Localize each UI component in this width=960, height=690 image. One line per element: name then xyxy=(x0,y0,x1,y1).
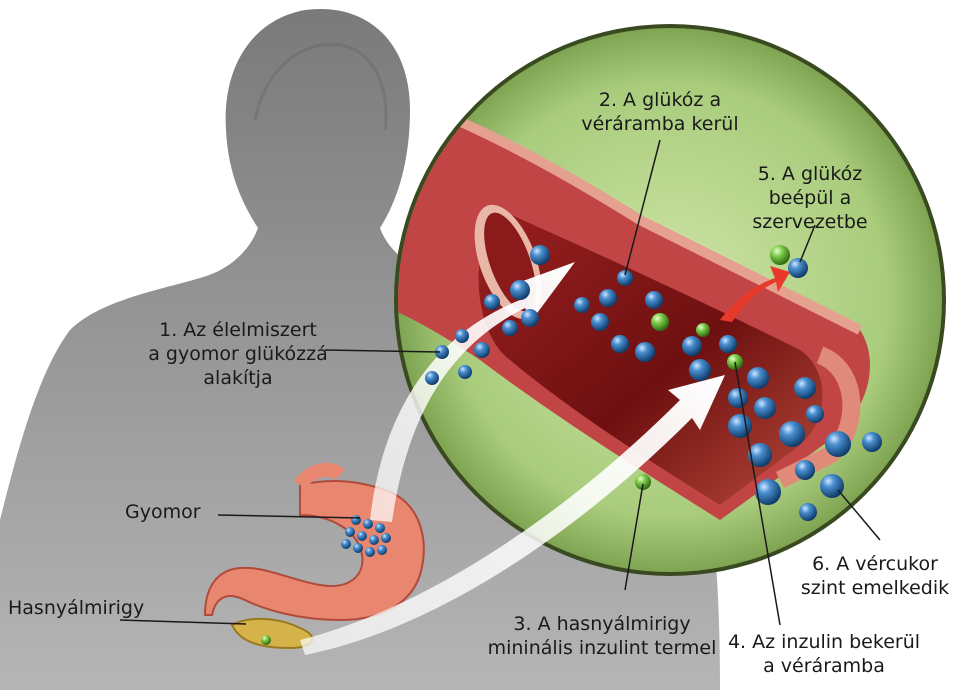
glucose-molecule xyxy=(357,531,367,541)
glucose-molecule xyxy=(377,545,387,555)
glucose-molecule xyxy=(521,309,539,327)
label-step4: 4. Az inzulin bekerül a véráramba xyxy=(727,631,921,677)
glucose-molecule xyxy=(474,342,490,358)
glucose-molecule xyxy=(484,294,500,310)
label-step1: 1. Az élelmiszert a gyomor glükózzá alak… xyxy=(148,319,328,389)
glucose-molecule xyxy=(381,533,391,543)
label-step3: 3. A hasnyálmirigy mininális inzulint te… xyxy=(487,613,717,659)
insulin-molecule xyxy=(770,245,790,265)
glucose-molecule xyxy=(728,414,752,438)
insulin-molecule xyxy=(261,635,271,645)
glucose-molecule xyxy=(728,388,748,408)
insulin-molecule xyxy=(696,323,710,337)
glucose-molecule xyxy=(435,345,449,359)
glucose-molecule xyxy=(502,320,518,336)
arrow-pancreas-to-vessel xyxy=(300,375,725,655)
label-step6: 6. A vércukor szint emelkedik xyxy=(800,553,950,599)
glucose-molecule xyxy=(341,539,351,549)
glucose-molecule xyxy=(369,535,379,545)
glucose-molecule xyxy=(351,515,361,525)
glucose-molecule xyxy=(591,313,609,331)
glucose-molecule xyxy=(748,443,772,467)
glucose-molecule xyxy=(755,479,781,505)
glucose-molecule xyxy=(599,289,617,307)
glucose-molecule xyxy=(455,329,469,343)
glucose-molecule xyxy=(530,245,550,265)
glucose-molecule xyxy=(788,258,808,278)
label-stomach: Gyomor xyxy=(125,501,201,523)
glucose-molecule xyxy=(795,460,815,480)
glucose-molecule xyxy=(719,335,737,353)
glucose-molecule xyxy=(689,359,711,381)
glucose-molecule xyxy=(365,547,375,557)
glucose-molecule xyxy=(747,367,769,389)
glucose-molecule xyxy=(353,543,363,553)
stomach xyxy=(203,462,425,622)
uptake-arrow xyxy=(720,266,790,322)
glucose-molecule xyxy=(862,432,882,452)
glucose-molecule xyxy=(779,421,805,447)
label-pancreas: Hasnyálmirigy xyxy=(8,597,145,619)
label-step5: 5. A glükóz beépül a szervezetbe xyxy=(752,163,868,233)
glucose-molecule xyxy=(574,297,590,313)
insulin-molecule xyxy=(651,313,669,331)
insulin-molecule xyxy=(635,474,651,490)
glucose-molecule xyxy=(345,527,355,537)
glucose-molecule xyxy=(820,474,844,498)
glucose-molecule xyxy=(825,431,851,457)
glucose-molecule xyxy=(799,503,817,521)
glucose-molecule xyxy=(794,377,816,399)
insulin-molecules xyxy=(261,245,790,645)
glucose-molecule xyxy=(425,371,439,385)
magnified-view xyxy=(394,24,946,576)
glucose-molecule xyxy=(806,405,824,423)
arrow-stomach-to-vessel xyxy=(370,262,575,522)
glucose-molecule xyxy=(635,342,655,362)
leader-lines xyxy=(119,139,881,626)
glucose-molecules xyxy=(341,245,882,557)
glucose-molecule xyxy=(754,397,776,419)
glucose-flow-arrows xyxy=(300,262,790,655)
glucose-molecule xyxy=(375,523,385,533)
label-step2: 2. A glükóz a véráramba kerül xyxy=(581,89,739,135)
glucose-molecule xyxy=(617,270,633,286)
glucose-molecule xyxy=(363,519,373,529)
glucose-molecule xyxy=(645,291,663,309)
glucose-molecule xyxy=(682,336,702,356)
glucose-molecule xyxy=(458,365,472,379)
glucose-molecule xyxy=(510,280,530,300)
glucose-molecule xyxy=(611,335,629,353)
